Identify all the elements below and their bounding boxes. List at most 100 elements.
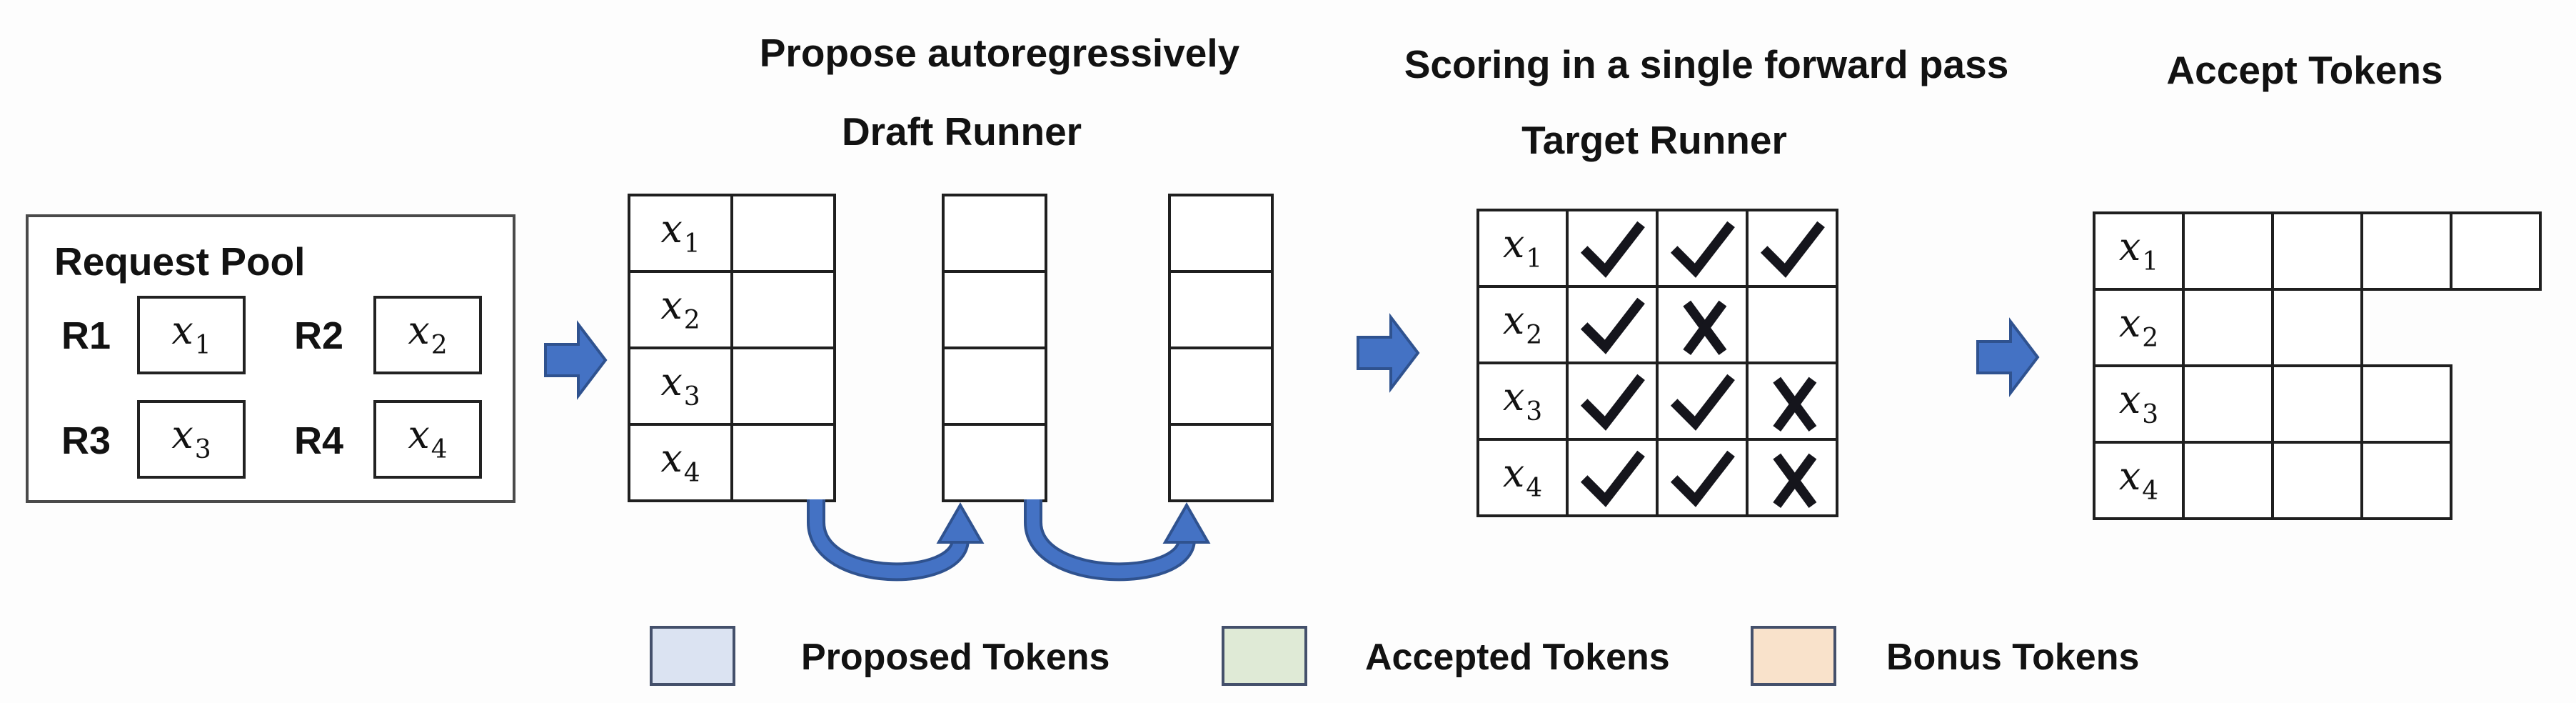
table-row xyxy=(1168,270,1274,349)
request-token-box-r3: x3 xyxy=(137,400,246,479)
check-icon xyxy=(1670,374,1735,431)
row-label-cell: x3 xyxy=(1476,362,1569,441)
scored-cell xyxy=(1566,209,1659,288)
token-var: x2 xyxy=(2118,300,2159,353)
token-var: x1 xyxy=(171,308,211,360)
check-icon xyxy=(1580,374,1645,431)
row-label-cell: x2 xyxy=(628,270,733,349)
scored-cell xyxy=(1746,362,1838,441)
proposed-token-cell xyxy=(1168,194,1274,273)
proposed-token-cell xyxy=(1168,423,1274,502)
table-row xyxy=(942,346,1047,426)
row-label-cell: x3 xyxy=(628,346,733,426)
proposed-token-cell xyxy=(730,270,836,349)
bonus-token-cell xyxy=(2360,364,2452,444)
scored-cell xyxy=(1746,209,1838,288)
accept-tokens-table: x1 x2 x3 x4 xyxy=(2093,211,2542,520)
row-label-cell: x4 xyxy=(2093,441,2185,520)
scored-cell xyxy=(1656,438,1749,517)
table-row: x1 xyxy=(1476,209,1838,288)
scored-cell xyxy=(1656,362,1749,441)
legend-swatch-bonus xyxy=(1751,626,1836,686)
table-row: x3 xyxy=(628,346,836,426)
scored-cell xyxy=(1566,362,1659,441)
accepted-token-cell xyxy=(2271,441,2363,520)
loop-arrows xyxy=(807,499,1211,582)
token-var: x4 xyxy=(2118,453,2159,506)
row-label-cell: x2 xyxy=(1476,285,1569,364)
bonus-token-cell xyxy=(2360,441,2452,520)
flow-arrow-icon xyxy=(1976,317,2040,397)
check-icon xyxy=(1760,221,1825,278)
token-var: x3 xyxy=(171,412,211,464)
accepted-token-cell xyxy=(2360,211,2452,291)
scored-cell-blank xyxy=(1746,285,1838,364)
request-label-r1: R1 xyxy=(61,314,111,357)
table-row xyxy=(1168,194,1274,273)
row-label-cell: x1 xyxy=(1476,209,1569,288)
request-label-r4: R4 xyxy=(294,419,344,462)
token-var: x4 xyxy=(408,412,448,464)
request-token-box-r4: x4 xyxy=(373,400,482,479)
draft-runner-table-step1: x1 x2 x3 x4 xyxy=(628,194,836,502)
draft-runner-table-step2 xyxy=(942,194,1047,502)
proposed-token-cell xyxy=(942,423,1047,502)
token-var: x1 xyxy=(660,206,700,259)
proposed-token-cell xyxy=(730,194,836,273)
table-row: x1 xyxy=(2093,211,2542,291)
cross-icon xyxy=(1773,453,1817,508)
check-icon xyxy=(1580,450,1645,507)
proposed-token-cell xyxy=(730,346,836,426)
token-var: x2 xyxy=(1502,297,1543,350)
token-var: x1 xyxy=(1502,221,1543,274)
row-label-cell: x4 xyxy=(1476,438,1569,517)
request-label-r2: R2 xyxy=(294,314,344,357)
target-runner-table: x1 x2 x3 x4 xyxy=(1476,209,1838,517)
table-row: x2 xyxy=(628,270,836,349)
bonus-token-cell xyxy=(2271,288,2363,367)
token-var: x3 xyxy=(1502,374,1543,427)
token-var: x4 xyxy=(660,435,700,488)
legend-swatch-accepted xyxy=(1222,626,1307,686)
accept-tokens-title: Accept Tokens xyxy=(2166,48,2443,92)
token-var: x4 xyxy=(1502,450,1543,503)
table-row xyxy=(1168,423,1274,502)
token-var: x3 xyxy=(660,359,700,412)
table-row: x4 xyxy=(628,423,836,502)
proposed-token-cell xyxy=(942,194,1047,273)
proposed-token-cell xyxy=(942,346,1047,426)
legend-swatch-proposed xyxy=(650,626,735,686)
draft-runner-table-step3 xyxy=(1168,194,1274,502)
table-row: x2 xyxy=(1476,285,1838,364)
request-token-box-r1: x1 xyxy=(137,296,246,374)
check-icon xyxy=(1580,297,1645,354)
check-icon xyxy=(1670,221,1735,278)
legend-label-bonus: Bonus Tokens xyxy=(1886,637,2140,678)
request-pool-title: Request Pool xyxy=(54,239,306,284)
scored-cell xyxy=(1656,209,1749,288)
table-row: x2 xyxy=(2093,288,2542,367)
cross-icon xyxy=(1773,377,1817,432)
check-icon xyxy=(1580,221,1645,278)
table-row xyxy=(942,270,1047,349)
flow-arrow-icon xyxy=(1357,313,1420,393)
request-pool-box: Request Pool R1 x1 R2 x2 R3 x3 R4 x4 xyxy=(26,214,515,503)
draft-runner-title: Draft Runner xyxy=(841,109,1082,154)
check-icon xyxy=(1670,450,1735,507)
cross-icon xyxy=(1683,300,1727,355)
accepted-token-cell xyxy=(2271,364,2363,444)
target-runner-title: Target Runner xyxy=(1521,118,1787,162)
legend-label-accepted: Accepted Tokens xyxy=(1365,637,1670,678)
row-label-cell: x2 xyxy=(2093,288,2185,367)
scored-cell xyxy=(1746,438,1838,517)
loop-arrow-icon xyxy=(1024,499,1211,582)
token-var: x1 xyxy=(2118,224,2159,276)
loop-arrow-icon xyxy=(807,499,985,582)
row-label-cell: x4 xyxy=(628,423,733,502)
table-row: x1 xyxy=(628,194,836,273)
bonus-token-cell xyxy=(2450,211,2542,291)
accepted-token-cell xyxy=(2182,441,2274,520)
table-row: x3 xyxy=(2093,364,2542,444)
request-token-box-r2: x2 xyxy=(373,296,482,374)
row-label-cell: x3 xyxy=(2093,364,2185,444)
